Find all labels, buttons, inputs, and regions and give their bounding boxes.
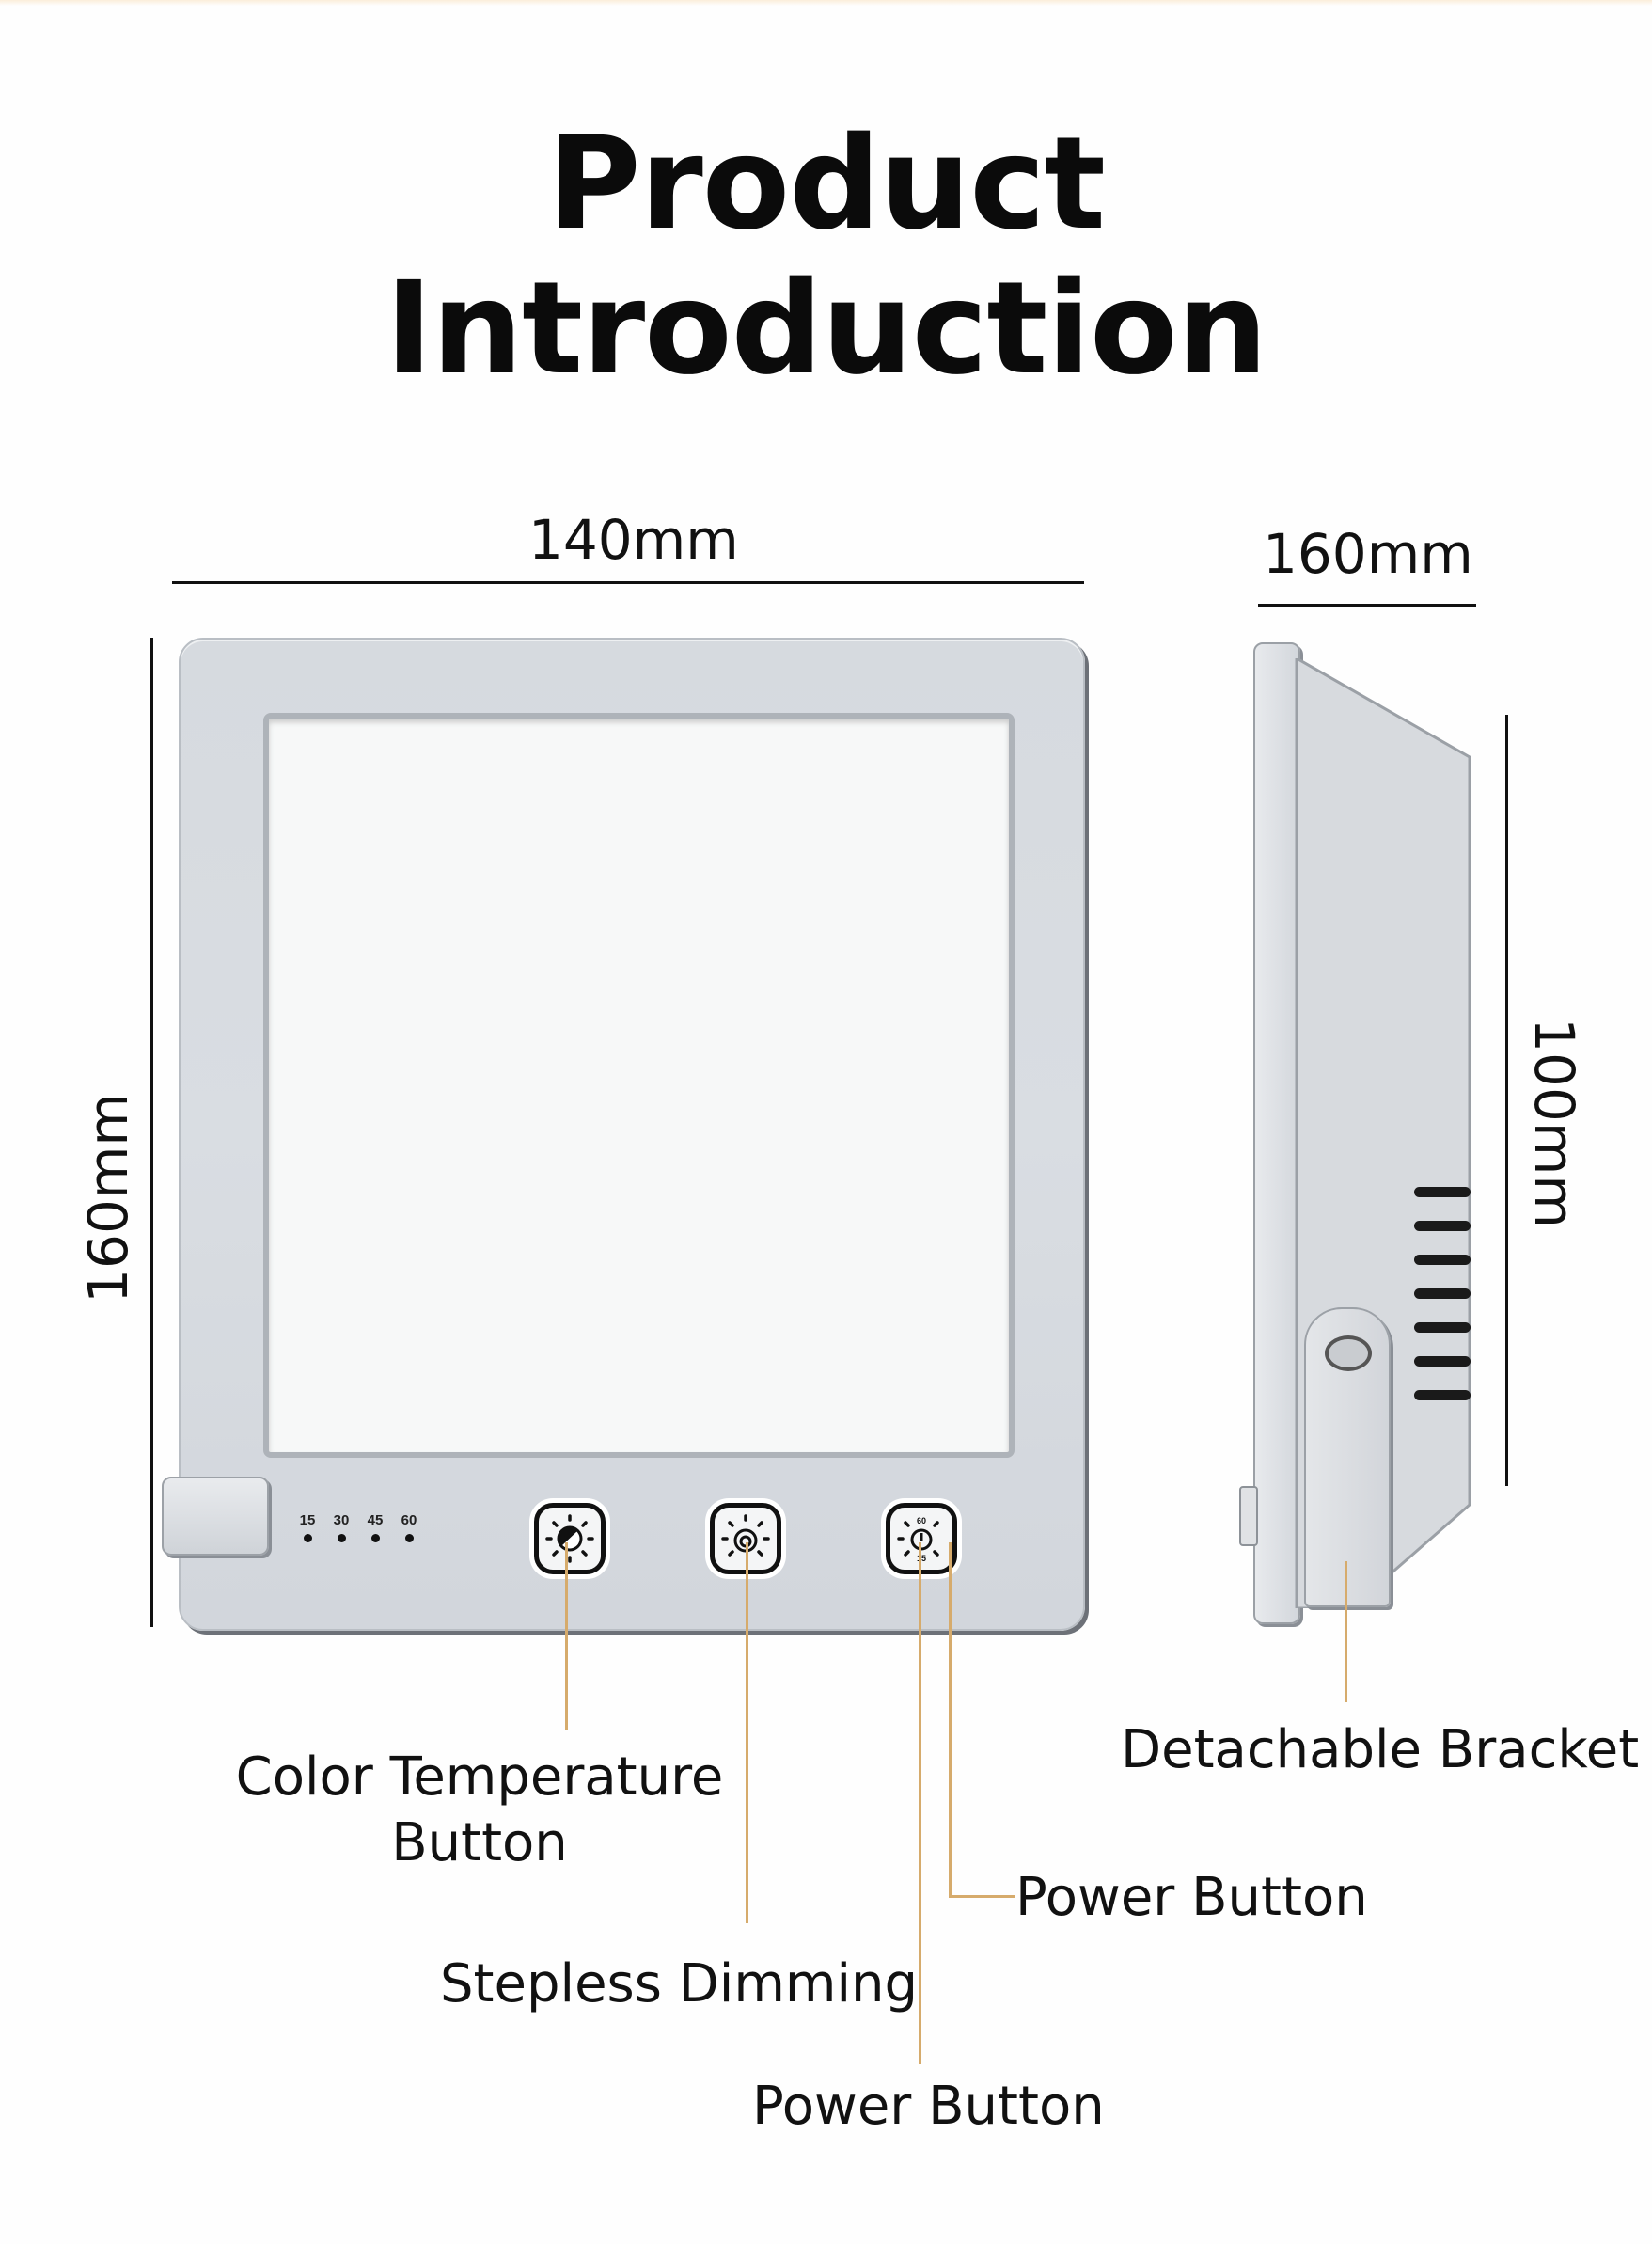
side-height-label: 100mm xyxy=(1522,1018,1586,1228)
vent-slot xyxy=(1414,1322,1471,1333)
svg-text:60: 60 xyxy=(917,1516,926,1525)
side-tab xyxy=(162,1477,269,1556)
timer-indicator-45: 45 xyxy=(365,1512,385,1542)
power-timer-icon: 60 15 xyxy=(897,1516,939,1563)
front-height-line xyxy=(150,638,153,1627)
leader-line-power-right xyxy=(949,1542,952,1898)
timer-indicator-15: 15 xyxy=(297,1512,318,1542)
vent-slot xyxy=(1414,1356,1471,1367)
leader-line-stepless-dimming xyxy=(746,1542,748,1923)
page-title-line2: Introduction xyxy=(385,255,1268,403)
leader-line-color-temperature xyxy=(565,1542,568,1730)
callout-stepless-dimming: Stepless Dimming xyxy=(440,1953,919,2015)
vent-slot xyxy=(1414,1187,1471,1197)
light-panel xyxy=(263,713,1015,1458)
lamp-side-front-edge xyxy=(1253,642,1300,1624)
power-timer-button[interactable]: 60 15 xyxy=(886,1503,957,1574)
front-height-label: 160mm xyxy=(76,1093,140,1304)
timer-indicator-60: 60 xyxy=(399,1512,419,1542)
page-title-line1: Product xyxy=(547,110,1106,259)
vent-slot xyxy=(1414,1255,1471,1265)
callout-power-button-bottom: Power Button xyxy=(752,2076,1105,2137)
front-width-line xyxy=(172,581,1084,584)
svg-text:15: 15 xyxy=(917,1554,926,1563)
front-width-label: 140mm xyxy=(528,508,739,572)
callout-color-temperature: Color Temperature Button xyxy=(235,1746,724,1873)
callout-power-button-right: Power Button xyxy=(1015,1867,1368,1928)
vent-slot xyxy=(1414,1288,1471,1299)
timer-indicator-30: 30 xyxy=(331,1512,352,1542)
detachable-bracket[interactable] xyxy=(1304,1307,1391,1607)
power-port xyxy=(1239,1486,1258,1546)
leader-line-bracket xyxy=(1345,1561,1347,1702)
side-width-label: 160mm xyxy=(1263,522,1473,586)
color-temperature-icon xyxy=(545,1514,594,1563)
color-temperature-button[interactable] xyxy=(534,1503,606,1574)
side-width-line xyxy=(1258,604,1476,607)
callout-detachable-bracket: Detachable Bracket xyxy=(1121,1719,1640,1780)
leader-line-power-right-elbow xyxy=(949,1895,1015,1898)
leader-line-power-bottom xyxy=(919,1542,921,2064)
vent-slot xyxy=(1414,1390,1471,1400)
vent-slot xyxy=(1414,1221,1471,1231)
screw-icon xyxy=(1325,1335,1372,1371)
lamp-front-view: 15 30 45 60 xyxy=(162,638,1085,1631)
side-height-line xyxy=(1505,715,1508,1486)
top-edge-glow xyxy=(0,0,1652,6)
